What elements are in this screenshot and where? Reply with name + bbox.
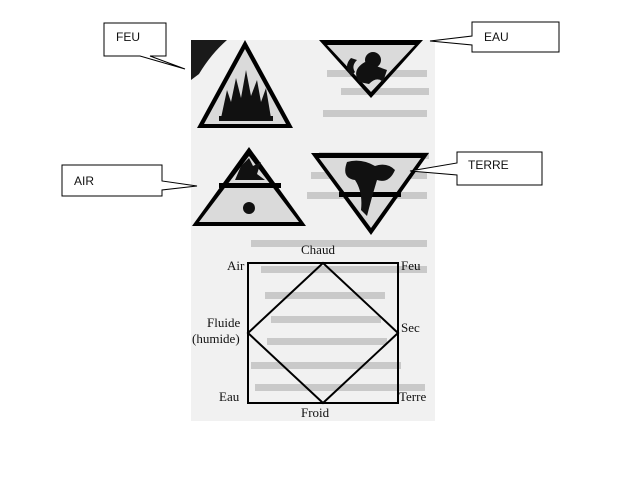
label-terre: Terre: [399, 389, 427, 404]
callout-air-shape: [61, 164, 198, 197]
callout-eau-text: EAU: [484, 30, 509, 44]
label-eau: Eau: [219, 389, 240, 404]
callout-terre-text: TERRE: [468, 158, 509, 172]
fire-triangle: [197, 40, 293, 128]
label-feu: Feu: [401, 258, 421, 273]
figure-drawing: [191, 40, 429, 405]
label-air: Air: [227, 258, 245, 273]
water-triangle: [319, 40, 423, 98]
label-humide: (humide): [192, 331, 240, 346]
callout-feu-text: FEU: [116, 30, 140, 44]
callout-eau-shape: [429, 21, 560, 53]
label-fluide: Fluide: [207, 315, 241, 330]
callout-feu-shape: [103, 22, 186, 70]
scanned-figure: Chaud Air Feu Fluide (humide) Sec Eau Te…: [191, 40, 435, 421]
air-triangle: [192, 147, 306, 226]
label-sec: Sec: [401, 320, 420, 335]
earth-triangle: [311, 153, 429, 235]
callout-air-text: AIR: [74, 174, 95, 188]
corner-mark: [191, 40, 227, 80]
inner-diamond: [246, 261, 400, 405]
label-froid: Froid: [301, 405, 330, 420]
callout-terre-shape: [409, 151, 543, 186]
label-chaud: Chaud: [301, 242, 335, 257]
